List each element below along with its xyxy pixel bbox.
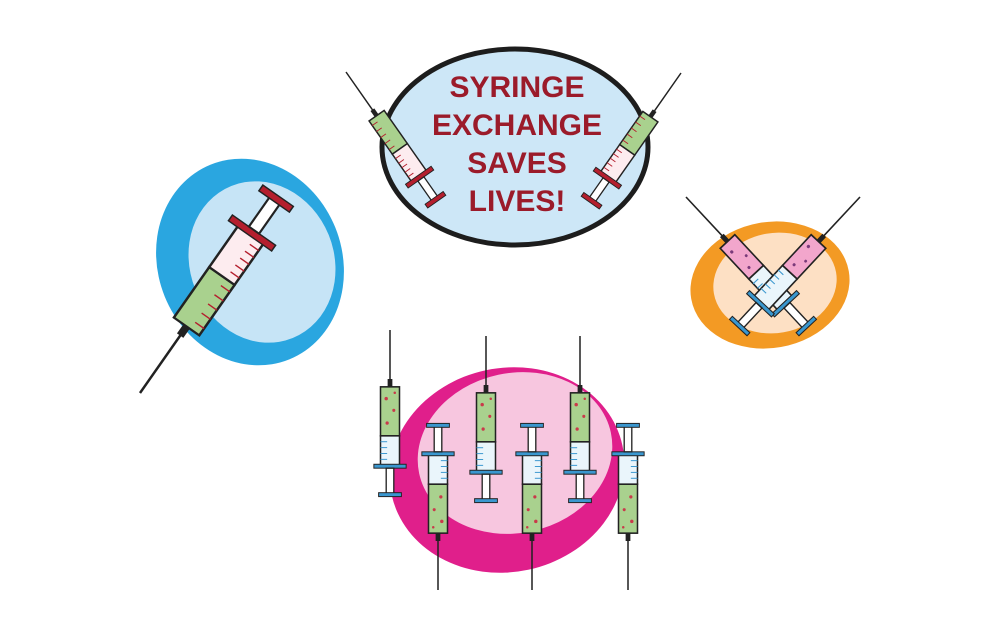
pink-syringe-group — [373, 329, 645, 591]
badge-line-4: LIVES! — [469, 185, 566, 218]
syringe-exchange-badge: SYRINGE EXCHANGE SAVES LIVES! — [332, 46, 695, 248]
badge-line-3: SAVES — [467, 147, 566, 180]
badge-line-1: SYRINGE — [449, 71, 584, 104]
blue-syringe-group — [117, 158, 344, 410]
badge-line-2: EXCHANGE — [432, 109, 602, 142]
blue-inner-ellipse — [188, 181, 336, 343]
pink-inner-ellipse — [417, 372, 613, 534]
badge-text: SYRINGE EXCHANGE SAVES LIVES! — [432, 71, 602, 218]
orange-syringe-group — [672, 184, 874, 349]
